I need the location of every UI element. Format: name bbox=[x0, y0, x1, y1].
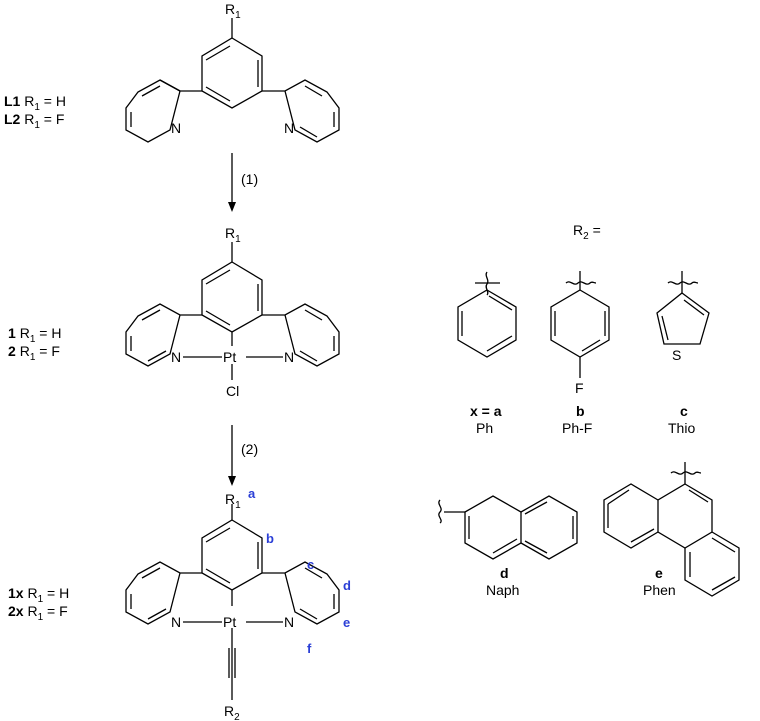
ligand-l2-label: L2 R1 = F bbox=[4, 111, 64, 131]
substituent-d-name: Naph bbox=[486, 582, 519, 598]
substituent-fluorophenyl bbox=[550, 271, 610, 378]
substituent-b-name: Ph-F bbox=[562, 420, 592, 436]
complex1x-label: 1x R1 = H bbox=[8, 585, 69, 605]
proton-label-f: f bbox=[307, 641, 312, 656]
proton-label-d: d bbox=[343, 578, 351, 593]
thiophene-s-backdrop bbox=[669, 347, 683, 363]
ligand-r1-label: R1 bbox=[225, 1, 241, 21]
substituent-phenanthryl bbox=[603, 462, 740, 597]
ligand-l1-label: L1 R1 = H bbox=[4, 93, 66, 113]
proton-label-e: e bbox=[343, 615, 350, 630]
r2-header: R2 = bbox=[573, 222, 601, 242]
complex2x-label: 2x R1 = F bbox=[8, 603, 68, 623]
substituent-e-key: e bbox=[655, 565, 663, 581]
complex1x-n-right: N bbox=[284, 614, 294, 630]
complex1-cl: Cl bbox=[226, 383, 239, 399]
substituent-c-sulfur: S bbox=[672, 347, 681, 363]
complex1-pt: Pt bbox=[223, 349, 236, 365]
complex1-n-right: N bbox=[284, 349, 294, 365]
substituent-d-key: d bbox=[500, 565, 509, 581]
pt-alkynyl-complex bbox=[125, 504, 340, 700]
complex1x-r2-label: R2 bbox=[224, 703, 240, 721]
pt-chloride-complex bbox=[125, 242, 340, 380]
substituent-b-fluorine: F bbox=[575, 380, 584, 396]
substituent-phenyl bbox=[457, 271, 517, 358]
complex2-label: 2 R1 = F bbox=[8, 343, 60, 363]
complex1-r1-label: R1 bbox=[225, 225, 241, 245]
step1-label: (1) bbox=[241, 171, 258, 187]
step2-label: (2) bbox=[241, 441, 258, 457]
complex1x-pt: Pt bbox=[223, 614, 236, 630]
substituent-a-name: Ph bbox=[476, 420, 493, 436]
ligand-n-right: N bbox=[284, 120, 294, 136]
complex1-n-left: N bbox=[171, 349, 181, 365]
arrow-step1-head bbox=[228, 202, 236, 212]
substituent-b-key: b bbox=[576, 403, 585, 419]
proton-label-b: b bbox=[266, 531, 274, 546]
proton-label-c: c bbox=[307, 557, 314, 572]
proton-label-a: a bbox=[248, 486, 256, 501]
arrow-step2-head bbox=[228, 476, 236, 486]
substituent-a-key: x = a bbox=[470, 403, 502, 419]
ligand-n-left: N bbox=[171, 120, 181, 136]
substituent-c-key: c bbox=[680, 403, 688, 419]
substituent-thiophene bbox=[656, 271, 710, 345]
complex1x-n-left: N bbox=[171, 614, 181, 630]
substituent-c-name: Thio bbox=[668, 420, 695, 436]
complex1-label: 1 R1 = H bbox=[8, 325, 61, 345]
substituent-e-name: Phen bbox=[643, 582, 676, 598]
substituent-naphthyl bbox=[438, 495, 578, 560]
ligand-structure bbox=[125, 18, 340, 143]
complex1x-r1-label: R1 bbox=[225, 491, 241, 511]
